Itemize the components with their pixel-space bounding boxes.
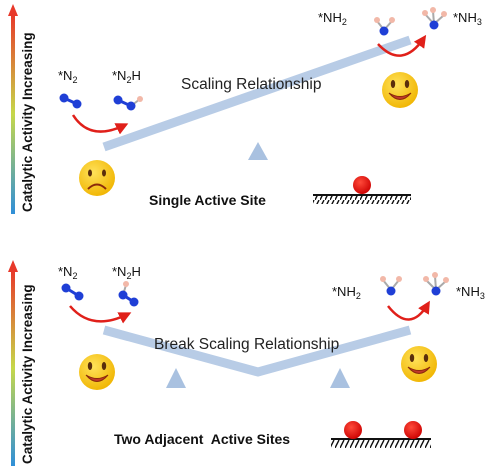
site-label: Two Adjacent Active Sites (114, 431, 290, 447)
nh2-molecule (374, 17, 395, 36)
site-label: Single Active Site (149, 192, 266, 208)
active-site (404, 421, 422, 439)
species-nh3-label: *NH3 (456, 284, 485, 301)
surface-hatch-icon (331, 438, 431, 448)
species-n2h-label: *N2H (112, 264, 141, 281)
species-nh3-label: *NH3 (453, 10, 482, 27)
happy-face-icon (401, 346, 437, 382)
bottom-panel: Catalytic Activity Increasing Break Scal… (8, 260, 485, 466)
species-n2h-label: *N2H (112, 68, 141, 85)
reaction-arrow (377, 34, 427, 57)
happy-face-icon (382, 72, 418, 108)
species-n2-label: *N2 (58, 264, 77, 281)
n2h-molecule (113, 95, 143, 111)
species-nh2-label: *NH2 (318, 10, 347, 27)
species-n2-label: *N2 (58, 68, 77, 85)
beam-label: Break Scaling Relationship (154, 336, 339, 353)
arrow-up-icon (8, 260, 18, 466)
n2-molecule (61, 283, 84, 301)
fulcrum (166, 368, 186, 388)
beam-label: Scaling Relationship (181, 76, 321, 93)
seesaw-beam (102, 325, 412, 377)
fulcrum (330, 368, 350, 388)
reaction-arrow (387, 300, 430, 321)
arrow-up-icon (8, 4, 18, 214)
axis-label: Catalytic Activity Increasing (20, 284, 35, 464)
active-site (344, 421, 362, 439)
surface-hatch-icon (313, 194, 411, 204)
n2h-molecule (118, 281, 139, 307)
n2-molecule (59, 93, 82, 109)
happy-face-icon (79, 354, 115, 390)
reaction-arrow (69, 305, 132, 324)
reaction-arrow (71, 114, 129, 135)
sad-face-icon (79, 160, 115, 196)
active-site (353, 176, 371, 194)
fulcrum (248, 142, 268, 160)
nh3-molecule (423, 272, 449, 296)
axis-label: Catalytic Activity Increasing (20, 32, 35, 212)
seesaw-beam (102, 35, 412, 152)
species-nh2-label: *NH2 (332, 284, 361, 301)
nh2-molecule (380, 276, 402, 296)
top-panel: Catalytic Activity Increasing Scaling Re… (8, 4, 482, 214)
nh3-molecule (422, 7, 447, 30)
